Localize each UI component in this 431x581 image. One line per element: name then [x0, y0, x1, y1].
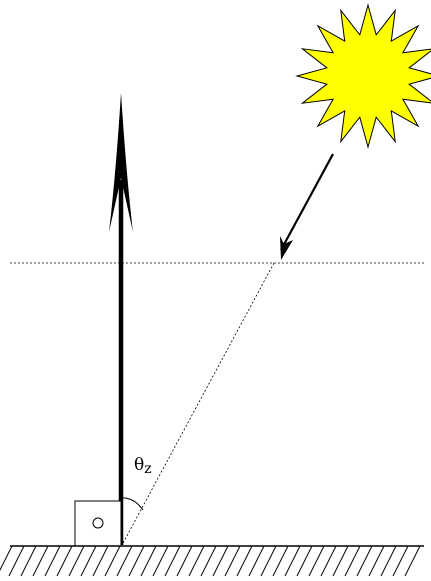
ground-hatch-line [80, 545, 97, 577]
ground-hatch-line [44, 545, 61, 577]
ground-hatch-line [152, 545, 169, 577]
ground-hatch-line [176, 545, 193, 577]
ground-hatch-line [320, 545, 337, 577]
ground-hatch-line [8, 545, 25, 577]
sensor-box [74, 500, 122, 547]
ground-hatch-line [20, 545, 37, 577]
ground-hatch-line [332, 545, 349, 577]
zenith-arrowhead [109, 93, 133, 232]
ground-hatch-line [92, 545, 109, 577]
ground-hatch-line [56, 545, 73, 577]
ground-hatch-line [308, 545, 325, 577]
zenith-angle-arc [120, 497, 144, 511]
ground-hatch-line [236, 545, 253, 577]
ground-hatch-line [260, 545, 277, 577]
ground-hatch-line [368, 545, 385, 577]
ground-hatch-line [128, 545, 145, 577]
sun-icon [295, 3, 431, 149]
ground-hatch-line [164, 545, 181, 577]
ground-hatch-line [116, 545, 133, 577]
ground-hatch-line [224, 545, 241, 577]
ray-projection-line [121, 262, 275, 546]
ground-hatch-line [140, 545, 157, 577]
sunlight-ray [280, 153, 334, 251]
ground-hatch-line [284, 545, 301, 577]
sensor-lens-icon [92, 517, 104, 529]
ground-hatch-line [380, 545, 397, 577]
angle-subscript: z [144, 461, 151, 477]
ground-hatch-line [344, 545, 361, 577]
ground-hatch-line [32, 545, 49, 577]
ground-hatch-line [248, 545, 265, 577]
angle-symbol: θ [134, 455, 144, 475]
zenith-angle-label: θz [134, 455, 152, 477]
ground-hatch-line [200, 545, 217, 577]
ground-hatch-line [68, 545, 85, 577]
ground-hatch-line [188, 545, 205, 577]
ground-hatch-line [404, 545, 421, 577]
ground-hatch-line [104, 545, 121, 577]
ground-hatch-line [272, 545, 289, 577]
ground-hatch-line [296, 545, 313, 577]
ground-hatch-line [356, 545, 373, 577]
sunlight-ray-arrowhead [280, 236, 293, 260]
ground-hatching [0, 545, 421, 577]
sun-star-shape [295, 3, 431, 149]
ground-hatch-line [392, 545, 409, 577]
ground-hatch-line [0, 545, 13, 572]
ground-hatch-line [212, 545, 229, 577]
